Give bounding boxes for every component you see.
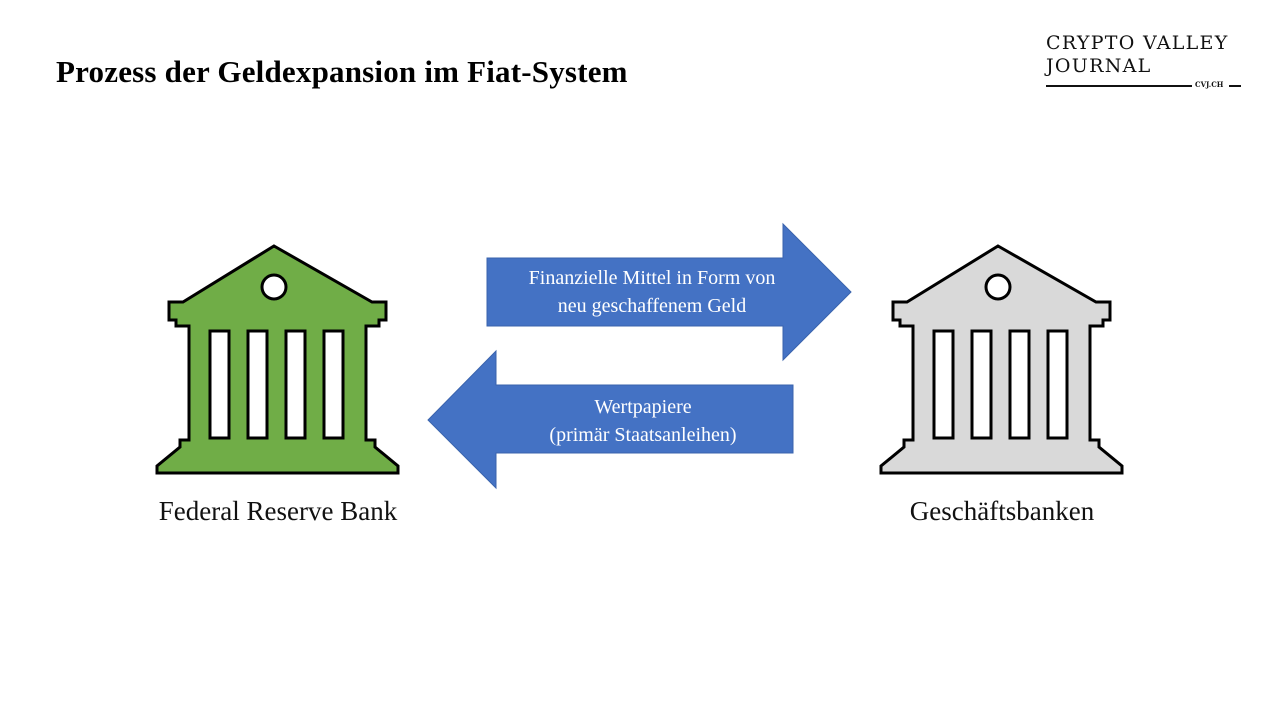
- logo-line1: CRYPTO VALLEY: [1046, 32, 1229, 54]
- logo-divider: [1046, 85, 1192, 87]
- bank-icon: [879, 244, 1124, 475]
- logo: CRYPTO VALLEY JOURNAL CVJ.CH: [1046, 32, 1242, 90]
- arrow-right: [486, 222, 852, 362]
- page-title: Prozess der Geldexpansion im Fiat-System: [56, 54, 628, 89]
- bank-icon: [155, 244, 400, 475]
- label-federal-reserve-bank: Federal Reserve Bank: [158, 496, 398, 526]
- arrow-left-line2: (primär Staatsanleihen): [549, 424, 737, 446]
- arrow-right-label: Finanzielle Mittel in Form von neu gesch…: [487, 264, 817, 320]
- logo-divider-end: [1229, 85, 1241, 87]
- bank-icon-fed: [155, 244, 400, 475]
- arrow-left-line1: Wertpapiere: [594, 396, 692, 418]
- arrow-left-label: Wertpapiere (primär Staatsanleihen): [478, 393, 808, 449]
- logo-rule: CVJ.CH: [1046, 80, 1242, 90]
- arrow-right-line2: neu geschaffenem Geld: [557, 295, 747, 317]
- label-geschaeftsbanken: Geschäftsbanken: [909, 496, 1095, 526]
- bank-icon-banks: [879, 244, 1124, 475]
- arrow-right-line1: Finanzielle Mittel in Form von: [528, 267, 776, 289]
- arrow-left: [427, 349, 794, 490]
- logo-line2: JOURNAL: [1046, 55, 1152, 77]
- logo-url: CVJ.CH: [1195, 80, 1224, 89]
